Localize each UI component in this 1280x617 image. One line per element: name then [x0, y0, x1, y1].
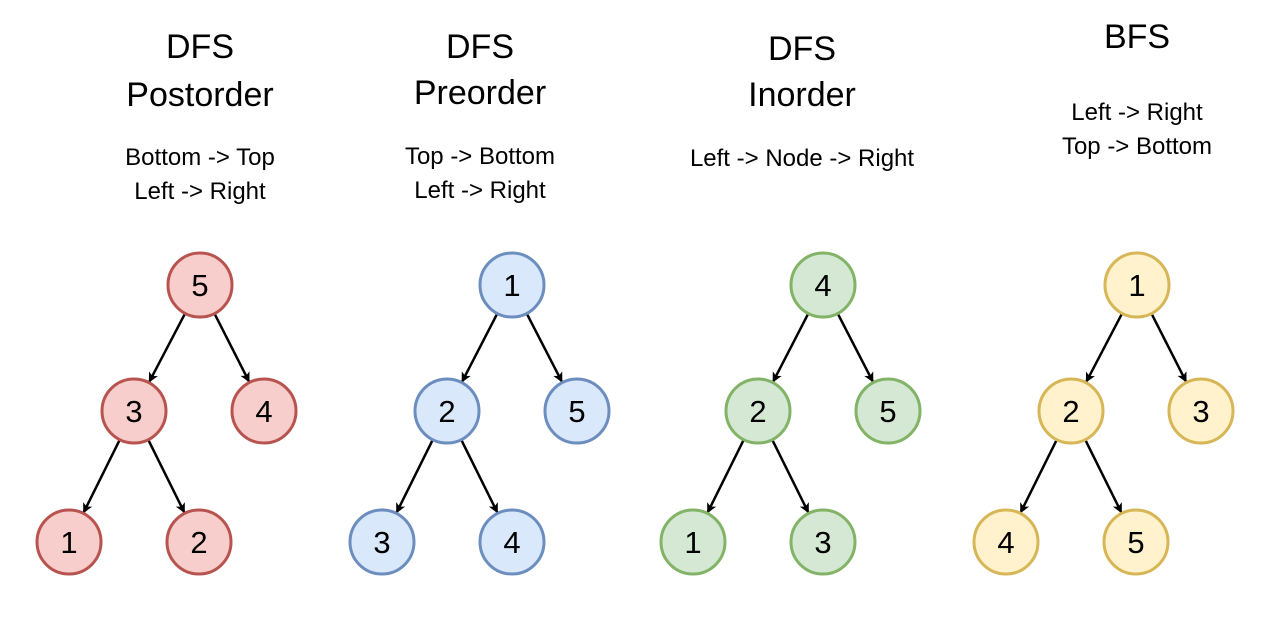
- tree-edge-arrow: [1084, 439, 1123, 514]
- tree-node-label: 2: [749, 394, 766, 429]
- tree-edge-arrow: [82, 439, 121, 514]
- panel-description-line: Top -> Bottom: [1062, 133, 1212, 160]
- tree-node-circle: [724, 377, 792, 445]
- tree-node-circle: [789, 251, 857, 319]
- panel-description-line: Left -> Right: [414, 177, 546, 204]
- tree-node-circle: [659, 508, 727, 576]
- tree-node-circle: [165, 508, 233, 576]
- panel-title-line: DFS: [446, 28, 514, 66]
- tree-edge-arrow: [213, 312, 251, 383]
- tree-node-label: 2: [190, 525, 207, 560]
- tree-edge-arrow: [147, 439, 186, 514]
- tree-node-label: 5: [568, 394, 585, 429]
- panel-description-line: Left -> Node -> Right: [690, 145, 914, 172]
- tree-node-label: 4: [255, 394, 272, 429]
- tree-node-circle: [348, 508, 416, 576]
- tree-node-label: 5: [191, 268, 208, 303]
- tree-node-circle: [543, 377, 611, 445]
- tree-edge-arrow: [525, 312, 563, 383]
- tree-edge-arrow: [836, 312, 874, 383]
- tree-node-label: 4: [997, 525, 1014, 560]
- tree-node-root: 4: [789, 251, 857, 319]
- tree-node-label: 1: [1128, 268, 1145, 303]
- tree-edge-arrow: [460, 439, 499, 514]
- tree-node-left-left: 3: [348, 508, 416, 576]
- panel-description-line: Bottom -> Top: [125, 144, 275, 171]
- tree-node-left: 3: [100, 377, 168, 445]
- tree-node-label: 5: [1127, 525, 1144, 560]
- tree-node-left-right: 4: [478, 508, 546, 576]
- tree-node-right: 3: [1167, 377, 1235, 445]
- tree-node-right: 5: [543, 377, 611, 445]
- tree-node-left-right: 5: [1102, 508, 1170, 576]
- tree-node-label: 3: [1192, 394, 1209, 429]
- tree-node-root: 5: [166, 251, 234, 319]
- tree-node-right: 5: [854, 377, 922, 445]
- tree-node-circle: [413, 377, 481, 445]
- tree-node-circle: [972, 508, 1040, 576]
- tree-node-circle: [789, 508, 857, 576]
- panel-title-line: Inorder: [748, 76, 856, 114]
- tree-node-left-right: 3: [789, 508, 857, 576]
- tree-node-left-right: 2: [165, 508, 233, 576]
- tree-node-circle: [35, 508, 103, 576]
- tree-edge-arrow: [771, 439, 810, 514]
- panel-title-line: DFS: [768, 30, 836, 68]
- tree-node-label: 2: [1062, 394, 1079, 429]
- tree-node-circle: [100, 377, 168, 445]
- tree-node-label: 1: [684, 525, 701, 560]
- tree-node-left-left: 4: [972, 508, 1040, 576]
- tree-node-circle: [478, 508, 546, 576]
- tree-node-left-left: 1: [659, 508, 727, 576]
- tree-node-root: 1: [478, 251, 546, 319]
- tree-node-circle: [166, 251, 234, 319]
- tree-node-circle: [1103, 251, 1171, 319]
- tree-node-right: 4: [230, 377, 298, 445]
- tree-edge-arrow: [395, 439, 434, 514]
- tree-node-root: 1: [1103, 251, 1171, 319]
- tree-node-label: 4: [503, 525, 520, 560]
- tree-node-label: 1: [503, 268, 520, 303]
- panel-title-line: BFS: [1104, 18, 1170, 56]
- tree-edge-arrow: [706, 439, 745, 514]
- panel-title-line: Preorder: [414, 74, 546, 112]
- tree-node-left: 2: [724, 377, 792, 445]
- tree-node-label: 5: [879, 394, 896, 429]
- panel-description-line: Top -> Bottom: [405, 143, 555, 170]
- tree-node-label: 2: [438, 394, 455, 429]
- tree-node-left: 2: [413, 377, 481, 445]
- panel-description-line: Left -> Right: [134, 178, 266, 205]
- tree-node-circle: [478, 251, 546, 319]
- panel-title-line: Postorder: [126, 76, 273, 114]
- tree-node-label: 3: [125, 394, 142, 429]
- tree-node-left-left: 1: [35, 508, 103, 576]
- tree-edge-arrow: [772, 312, 810, 383]
- panel-description-line: Left -> Right: [1071, 99, 1203, 126]
- tree-node-label: 4: [814, 268, 831, 303]
- tree-node-circle: [1037, 377, 1105, 445]
- tree-node-label: 1: [60, 525, 77, 560]
- tree-node-circle: [854, 377, 922, 445]
- tree-node-label: 3: [373, 525, 390, 560]
- tree-node-label: 3: [814, 525, 831, 560]
- tree-node-left: 2: [1037, 377, 1105, 445]
- tree-edge-arrow: [148, 312, 187, 383]
- tree-edge-arrow: [1019, 439, 1058, 514]
- tree-node-circle: [1102, 508, 1170, 576]
- tree-node-circle: [230, 377, 298, 445]
- panel-title-line: DFS: [166, 28, 234, 66]
- tree-edge-arrow: [1085, 312, 1124, 383]
- tree-node-circle: [1167, 377, 1235, 445]
- tree-edge-arrow: [1150, 312, 1188, 383]
- tree-edge-arrow: [461, 312, 499, 383]
